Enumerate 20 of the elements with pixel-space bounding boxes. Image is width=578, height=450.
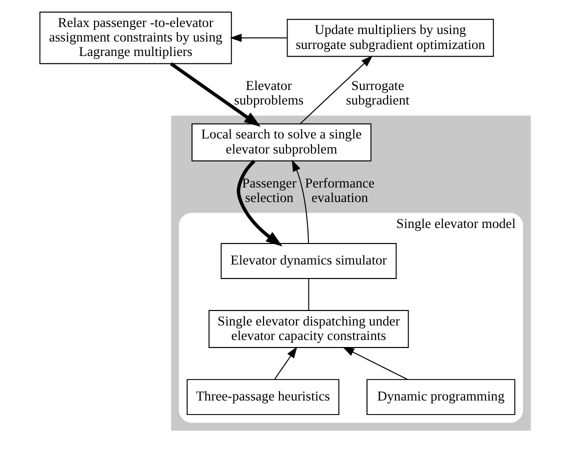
node-box: Dynamic programming [366, 379, 516, 416]
edge-label: Elevator subproblems [234, 78, 304, 108]
edge-label: Passenger selection [242, 175, 296, 205]
node-box: Update multipliers by using surrogate subgradient optimization [286, 18, 494, 57]
node-box: Elevator dynamics simulator [220, 242, 397, 279]
node-box: Local search to solve a single elevator subproblem [192, 123, 372, 162]
cluster [171, 116, 531, 431]
arrow [300, 55, 373, 124]
node-box: Single elevator dispatching under elevator capacity constraints [208, 310, 409, 348]
edge-label: Performance evaluation [305, 175, 375, 205]
arrow [274, 346, 298, 380]
arrow [236, 160, 282, 246]
node-box: Three-passage heuristics [186, 379, 340, 416]
arrow [292, 160, 310, 244]
arrow [230, 34, 288, 42]
arrow [342, 346, 408, 380]
connector [308, 278, 310, 311]
edge-label: Surrogate subgradient [346, 78, 410, 108]
arrow [170, 62, 261, 127]
node-box: Relax passenger -to-elevator assignment constraints by using Lagrange multipliers [39, 12, 232, 64]
